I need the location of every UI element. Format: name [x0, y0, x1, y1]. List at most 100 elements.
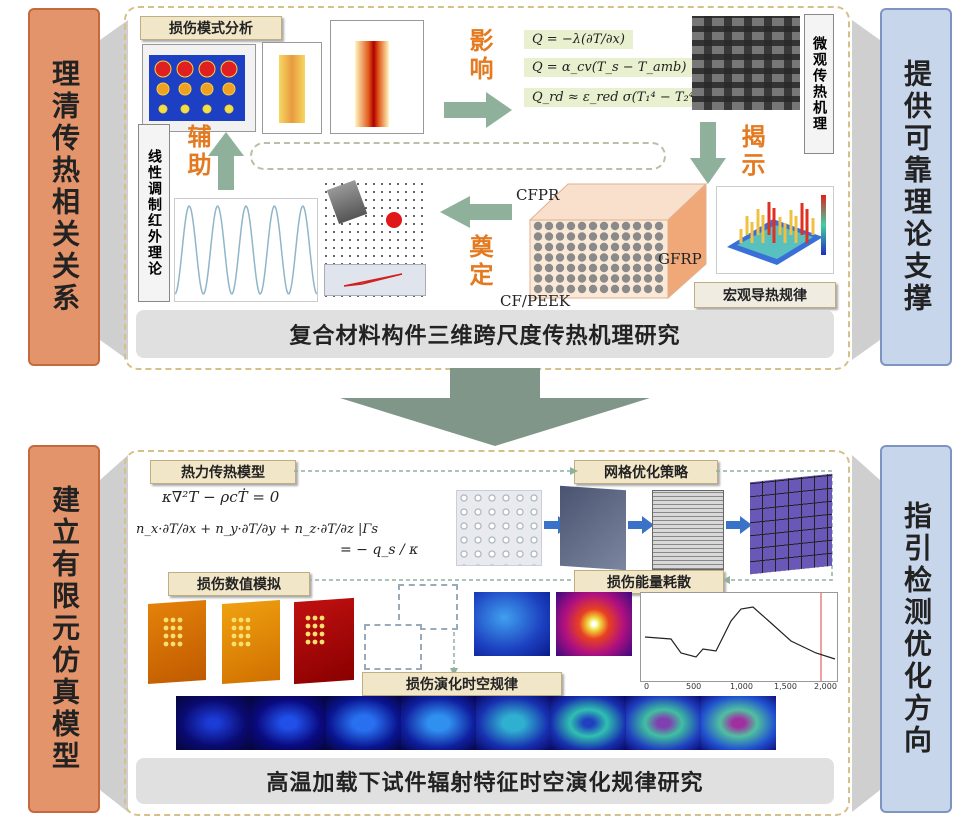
- equation-1: κ∇²T − ρcṪ = 0: [162, 488, 280, 506]
- plate-damage-dot: [245, 633, 251, 639]
- plate-damage-dot: [163, 617, 169, 623]
- cube-label-bottom: CF/PEEK: [500, 292, 571, 310]
- plate-damage-dot: [305, 615, 311, 621]
- fiber-dot: [654, 263, 664, 273]
- establish-word: 奠定: [465, 234, 493, 290]
- fiber-dot: [654, 232, 664, 241]
- damage-dot: [156, 82, 170, 96]
- damage-dot: [176, 60, 194, 78]
- plot-tick-4: 2,000: [814, 682, 837, 691]
- fiber-dot: [588, 232, 598, 241]
- fiber-dot: [544, 221, 554, 231]
- side-box-left-top-text: 理清传热相关关系: [48, 59, 81, 315]
- micro-label: 微观传热机理: [804, 14, 834, 154]
- mesh-arrow-3: [726, 516, 752, 534]
- plate-damage-dot: [238, 641, 244, 647]
- top-research-bar: 复合材料构件三维跨尺度传热机理研究: [136, 310, 834, 358]
- evolution-frame-4: [401, 696, 476, 750]
- fiber-dot: [632, 242, 642, 252]
- fiber-dot: [643, 253, 653, 262]
- plate-damage-dot: [231, 617, 237, 623]
- formula-2: Q = α_cv(T_s − T_amb): [524, 58, 695, 77]
- fiber-dot: [533, 232, 543, 241]
- fiber-dot: [533, 274, 543, 283]
- cube-label-top: CFPR: [516, 186, 560, 204]
- side-box-right-bottom: 指引检测优化方向: [880, 445, 952, 813]
- fiber-dot: [544, 274, 554, 283]
- plate-damage-dot: [231, 633, 237, 639]
- plot-tick-1: 500: [686, 682, 702, 691]
- fiber-dot: [533, 284, 543, 294]
- plot-tick-2: 1,000: [730, 682, 753, 691]
- assist-arrow: [208, 132, 244, 190]
- influence-word: 影响: [465, 28, 493, 84]
- plate-damage-dot: [163, 625, 169, 631]
- plate-damage-dot: [177, 633, 183, 639]
- fiber-dot: [632, 284, 642, 294]
- energy-line-plot: [640, 592, 838, 682]
- side-box-right-top: 提供可靠理论支撑: [880, 8, 952, 366]
- fiber-dot: [610, 284, 620, 294]
- sine-wave: [174, 204, 318, 296]
- plate-damage-dot: [312, 639, 318, 645]
- fiber-dot: [599, 253, 609, 262]
- fiber-dot: [566, 253, 576, 262]
- equation-2-right: = − q_s / κ: [340, 542, 419, 558]
- dashed-capsule: [250, 142, 666, 170]
- plate-damage-dot: [305, 631, 311, 637]
- macro-label: 宏观导热规律: [694, 282, 836, 308]
- macro-plot: [716, 186, 834, 274]
- fiber-dot: [621, 274, 631, 283]
- mesh-panel-1: [456, 490, 542, 566]
- fiber-dot: [621, 242, 631, 252]
- fiber-dot: [599, 242, 609, 252]
- fiber-dot: [643, 284, 653, 294]
- fiber-dot: [588, 274, 598, 283]
- fiber-dot: [566, 274, 576, 283]
- plate-damage-dot: [238, 625, 244, 631]
- plate-damage-dot: [245, 641, 251, 647]
- plate-damage-dot: [163, 641, 169, 647]
- fiber-dot: [555, 253, 565, 262]
- side-box-left-bottom: 建立有限元仿真模型: [28, 445, 100, 813]
- plate-damage-dot: [319, 639, 325, 645]
- plate-damage-dot: [245, 617, 251, 623]
- sine-wave-panel: [174, 198, 318, 302]
- fiber-dot: [577, 263, 587, 273]
- damage-dot: [198, 60, 216, 78]
- plate-damage-dot: [231, 641, 237, 647]
- bottom-frame: [124, 450, 850, 816]
- damage-dot: [180, 104, 190, 114]
- fiber-dot: [654, 221, 664, 231]
- evolution-frame-7: [626, 696, 701, 750]
- energy-label: 损伤能量耗散: [574, 570, 724, 594]
- plate-damage-dot: [170, 633, 176, 639]
- evolution-strip: [176, 696, 776, 750]
- plot-tick-0: 0: [644, 682, 650, 691]
- plate-damage-dot: [170, 617, 176, 623]
- macro-surface: [727, 195, 826, 265]
- fiber-dot: [610, 242, 620, 252]
- thermal-model-label: 热力传热模型: [150, 460, 296, 484]
- damage-dot: [220, 60, 238, 78]
- fiber-dot: [577, 253, 587, 262]
- mesh-label: 网格优化策略: [574, 460, 718, 484]
- fiber-dot: [566, 284, 576, 294]
- zoom-panel-1: [398, 584, 458, 630]
- fiber-dot: [566, 232, 576, 241]
- fiber-dot: [610, 221, 620, 231]
- establish-arrow: [440, 196, 512, 228]
- fiber-dot: [533, 221, 543, 231]
- damage-dot: [200, 82, 214, 96]
- fiber-dot: [555, 221, 565, 231]
- plate-damage-dot: [319, 631, 325, 637]
- fiber-dot: [654, 284, 664, 294]
- fiber-dot: [555, 242, 565, 252]
- fiber-dot: [555, 263, 565, 273]
- lockin-label: 线性调制红外理论: [138, 124, 170, 302]
- evolution-frame-1: [176, 696, 251, 750]
- fiber-dot: [654, 242, 664, 252]
- fiber-dot: [643, 232, 653, 241]
